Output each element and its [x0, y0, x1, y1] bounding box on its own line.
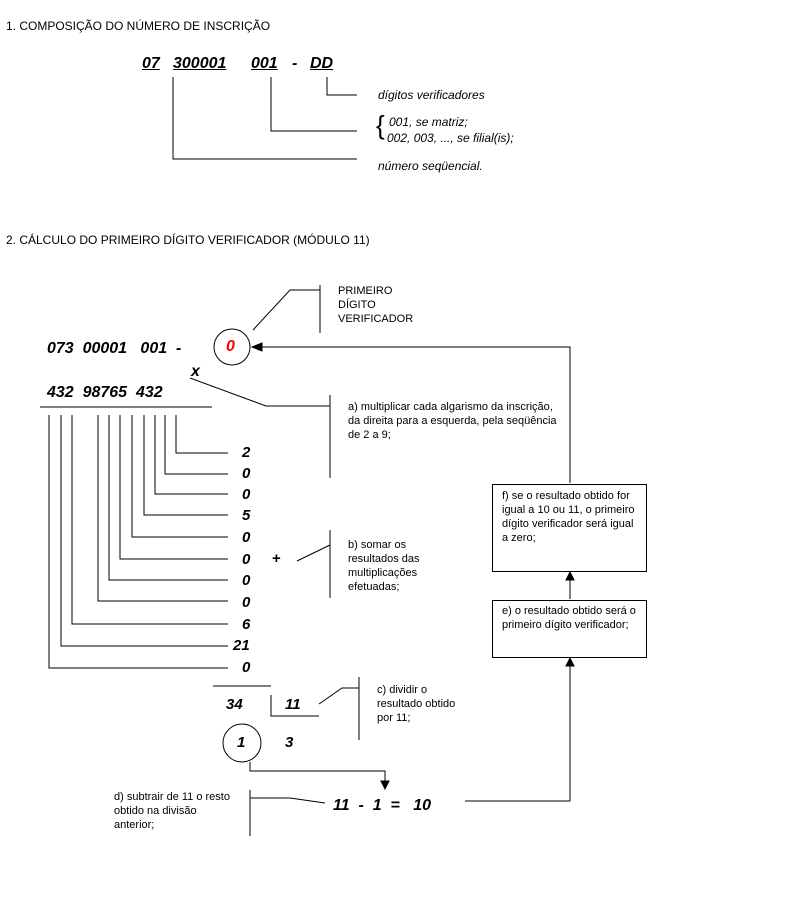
product-3: 0: [242, 486, 251, 503]
primeiro-label-line3: VERIFICADOR: [338, 313, 414, 325]
primeiro-label-line2: DÍGITO: [338, 299, 376, 311]
product-11: 0: [242, 659, 251, 676]
product-8: 0: [242, 594, 251, 611]
product-2: 0: [242, 465, 251, 482]
product-5: 0: [242, 529, 251, 546]
inscription-part3: 001: [251, 55, 278, 72]
primeiro-digito-label: PRIMEIRO DÍGITO VERIFICADOR: [338, 284, 413, 326]
divisor-value: 11: [285, 696, 301, 713]
label-option-matrix: 001, se matriz;: [389, 115, 468, 129]
note-e: e) o resultado obtido será o primeiro dí…: [502, 605, 636, 631]
brace-symbol: {: [376, 110, 385, 140]
remainder-value: 1: [237, 734, 246, 751]
label-check-digits: dígitos verificadores: [378, 88, 485, 102]
note-a: a) multiplicar cada algarismo da inscriç…: [348, 401, 557, 441]
note-c: c) dividir o resultado obtido por 11;: [377, 684, 456, 724]
note-f-box: f) se o resultado obtido for igual a 10 …: [492, 484, 647, 572]
section1-title: 1. COMPOSIÇÃO DO NÚMERO DE INSCRIÇÃO: [6, 19, 271, 33]
number-line: 073 00001 001 -: [47, 340, 182, 357]
plus-symbol: +: [272, 550, 281, 567]
quotient-value: 3: [285, 734, 294, 751]
section2-title: 2. CÁLCULO DO PRIMEIRO DÍGITO VERIFICADO…: [6, 233, 370, 247]
inscription-part4: DD: [310, 55, 334, 72]
subtraction-result: 11 - 1 = 10: [333, 797, 431, 814]
primeiro-label-line1: PRIMEIRO: [338, 285, 393, 297]
sum-value: 34: [226, 696, 243, 713]
product-7: 0: [242, 572, 251, 589]
times-symbol: x: [191, 363, 200, 380]
label-option-branch: 002, 003, ..., se filial(is);: [387, 131, 514, 145]
product-1: 2: [242, 444, 251, 461]
inscription-part2: 300001: [173, 55, 227, 72]
product-9: 6: [242, 616, 251, 633]
product-10: 21: [233, 637, 250, 654]
product-4: 5: [242, 507, 251, 524]
weights-line: 432 98765 432: [47, 384, 163, 401]
label-sequential: número seqüencial.: [378, 159, 483, 173]
first-check-digit: 0: [226, 338, 235, 355]
note-e-box: e) o resultado obtido será o primeiro dí…: [492, 600, 647, 658]
inscription-part1: 07: [142, 55, 160, 72]
note-f: f) se o resultado obtido for igual a 10 …: [502, 490, 635, 544]
note-b: b) somar os resultados das multiplicaçõe…: [348, 539, 420, 593]
note-d: d) subtrair de 11 o resto obtido na divi…: [114, 791, 230, 831]
inscription-dash: -: [292, 55, 298, 72]
product-6: 0: [242, 551, 251, 568]
